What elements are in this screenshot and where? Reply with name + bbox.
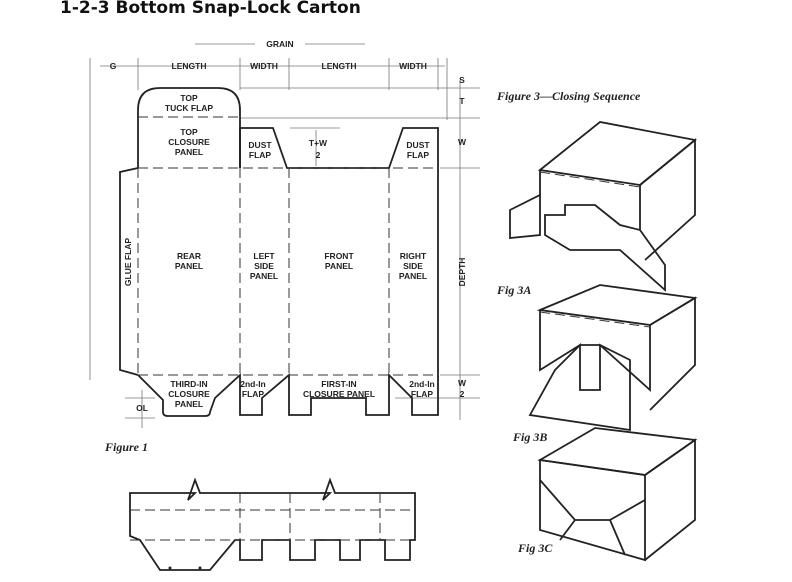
dim-s: S <box>459 75 465 85</box>
fig-3b-drawing <box>528 284 698 432</box>
panel-label: GLUE FLAP <box>123 238 133 286</box>
dim-length-2: LENGTH <box>322 61 357 71</box>
panel-label: RIGHT <box>400 251 427 261</box>
panel-label: PANEL <box>175 261 203 271</box>
panel-label: REAR <box>177 251 201 261</box>
dim-width-2: WIDTH <box>399 61 427 71</box>
panel-label: PANEL <box>175 147 203 157</box>
dim-w: W <box>458 137 467 147</box>
panel-label: FLAP <box>249 150 272 160</box>
fig-3c-drawing <box>537 427 698 562</box>
panel-label: PANEL <box>175 399 203 409</box>
panel-label: THIRD-IN <box>170 379 207 389</box>
panel-label: 2nd-In <box>240 379 266 389</box>
panel-label: FLAP <box>242 389 265 399</box>
panel-label: PANEL <box>399 271 427 281</box>
carton-dieline <box>119 87 439 417</box>
panel-label: PANEL <box>250 271 278 281</box>
dim-depth: DEPTH <box>457 258 467 287</box>
dim-w2-den: 2 <box>460 389 465 399</box>
dim-length-1: LENGTH <box>172 61 207 71</box>
panel-label: DUST <box>248 140 272 150</box>
figure-3-caption: Figure 3—Closing Sequence <box>496 89 641 103</box>
fig-3a-drawing <box>509 121 698 293</box>
dim-tw-den: 2 <box>316 150 321 160</box>
panel-labels: TOP TUCK FLAP TOP CLOSURE PANEL DUST FLA… <box>123 93 435 409</box>
figure-1-caption: Figure 1 <box>104 440 148 454</box>
dim-g: G <box>110 61 117 71</box>
panel-label: FLAP <box>407 150 430 160</box>
panel-label: CLOSURE <box>168 389 210 399</box>
dimension-lines <box>89 43 480 428</box>
panel-label: CLOSURE PANEL <box>303 389 375 399</box>
page-title: 1-2-3 Bottom Snap-Lock Carton <box>60 0 361 18</box>
panel-label: SIDE <box>403 261 423 271</box>
fig-3b-label: Fig 3B <box>512 430 547 444</box>
panel-label: TOP <box>180 93 198 103</box>
panel-label: TUCK FLAP <box>165 103 213 113</box>
panel-label: 2nd-In <box>409 379 435 389</box>
dim-tw-num: T+W <box>309 138 328 148</box>
panel-label: LEFT <box>253 251 275 261</box>
dim-width-1: WIDTH <box>250 61 278 71</box>
dim-ol: OL <box>136 403 148 413</box>
figure-2-dieline <box>129 477 416 571</box>
dim-t: T <box>459 96 465 106</box>
panel-label: PANEL <box>325 261 353 271</box>
fig-3a-label: Fig 3A <box>496 283 531 297</box>
panel-label: CLOSURE <box>168 137 210 147</box>
dim-w2-num: W <box>458 378 467 388</box>
panel-label: DUST <box>406 140 430 150</box>
grain-label: GRAIN <box>266 39 293 49</box>
panel-label: FIRST-IN <box>321 379 356 389</box>
fig-3c-label: Fig 3C <box>517 541 553 555</box>
panel-label: FLAP <box>411 389 434 399</box>
panel-label: SIDE <box>254 261 274 271</box>
panel-label: FRONT <box>324 251 354 261</box>
panel-label: TOP <box>180 127 198 137</box>
